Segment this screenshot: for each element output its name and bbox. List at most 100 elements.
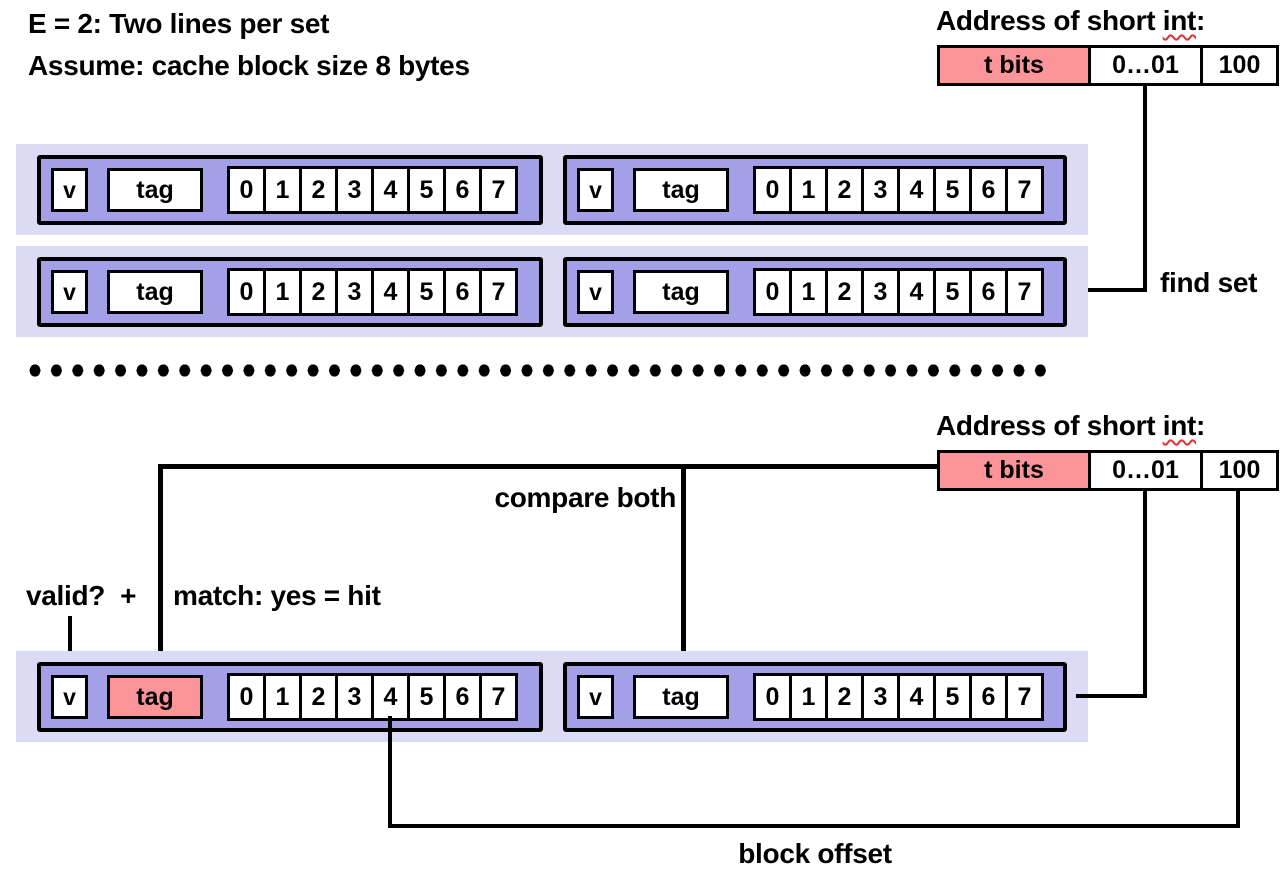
address-top-offset: 100 <box>1200 48 1276 83</box>
valid-bit: v <box>51 168 88 212</box>
byte-cell: 7 <box>1005 268 1044 316</box>
tag-field-matched: tag <box>107 675 203 719</box>
byte-cell: 3 <box>861 268 900 316</box>
byte-cell: 2 <box>299 673 338 721</box>
byte-cell: 7 <box>1005 166 1044 214</box>
byte-cell: 6 <box>969 673 1008 721</box>
connector-blockoffset-horizontal <box>388 824 1240 828</box>
byte-cell: 1 <box>263 673 302 721</box>
byte-cell: 1 <box>263 166 302 214</box>
tag-field: tag <box>107 168 203 212</box>
valid-label: valid? + <box>26 580 137 611</box>
valid-bit: v <box>577 270 614 314</box>
tag-field: tag <box>107 270 203 314</box>
byte-cell: 3 <box>861 166 900 214</box>
byte-cell: 6 <box>443 166 482 214</box>
connector-setindex-vertical <box>1143 491 1147 698</box>
compare-both-label: compare both <box>494 482 676 513</box>
byte-cell: 6 <box>969 166 1008 214</box>
byte-cell: 7 <box>479 268 518 316</box>
byte-cell: 0 <box>753 673 792 721</box>
address-bottom-label-int: int <box>1162 410 1197 441</box>
ellipsis-dots <box>28 363 1056 378</box>
byte-cell: 0 <box>227 166 266 214</box>
connector-blockoffset-vertical-left <box>388 716 392 826</box>
byte-cell: 4 <box>371 268 410 316</box>
address-top-label-int: int <box>1162 5 1197 36</box>
address-bottom-tbits: t bits <box>940 453 1088 488</box>
tag-field: tag <box>633 675 729 719</box>
address-bottom-label-prefix: Address of short <box>936 410 1163 441</box>
byte-cell: 4 <box>897 166 936 214</box>
byte-cell: 1 <box>789 673 828 721</box>
byte-cell: 0 <box>227 673 266 721</box>
byte-cell: 1 <box>789 268 828 316</box>
address-top-setindex: 0…01 <box>1088 48 1200 83</box>
address-bottom-box: t bits 0…01 100 <box>937 450 1279 491</box>
address-bottom-setindex: 0…01 <box>1088 453 1200 488</box>
address-top-tbits: t bits <box>940 48 1088 83</box>
byte-cell: 2 <box>825 166 864 214</box>
byte-cell: 6 <box>443 673 482 721</box>
byte-cell: 3 <box>335 673 374 721</box>
valid-bit: v <box>51 675 88 719</box>
block-offset-label: block offset <box>738 838 892 869</box>
connector-compare-drop-right <box>681 464 686 675</box>
byte-cell: 7 <box>1005 673 1044 721</box>
byte-cell: 2 <box>299 166 338 214</box>
address-bottom-offset: 100 <box>1200 453 1276 488</box>
byte-cell: 2 <box>825 268 864 316</box>
connector-findset-vertical <box>1143 84 1147 290</box>
byte-cell: 0 <box>227 268 266 316</box>
byte-cell: 3 <box>861 673 900 721</box>
slide-title-line2: Assume: cache block size 8 bytes <box>28 50 470 81</box>
connector-compare-horizontal <box>158 464 939 469</box>
byte-cell: 0 <box>753 268 792 316</box>
connector-findset-stub <box>1078 288 1147 292</box>
byte-cell: 7 <box>479 673 518 721</box>
slide-title-line1: E = 2: Two lines per set <box>28 8 330 39</box>
byte-cell: 6 <box>969 268 1008 316</box>
match-label: match: yes = hit <box>173 580 381 611</box>
valid-bit: v <box>577 168 614 212</box>
find-set-label: find set <box>1160 267 1258 298</box>
connector-blockoffset-vertical-right <box>1236 491 1240 828</box>
address-top-label-colon: : <box>1196 5 1206 36</box>
connector-setindex-stub <box>1076 694 1147 698</box>
byte-cell: 5 <box>933 268 972 316</box>
byte-cell: 1 <box>263 268 302 316</box>
address-top-label: Address of short int: <box>936 5 1205 37</box>
byte-cell: 5 <box>407 673 446 721</box>
address-bottom-label: Address of short int: <box>936 410 1205 442</box>
tag-field: tag <box>633 168 729 212</box>
byte-cell: 4 <box>897 268 936 316</box>
valid-bit: v <box>577 675 614 719</box>
byte-cell: 4 <box>371 673 410 721</box>
byte-cell: 3 <box>335 268 374 316</box>
byte-cell: 4 <box>897 673 936 721</box>
address-top-label-prefix: Address of short <box>936 5 1163 36</box>
byte-cell: 5 <box>407 166 446 214</box>
byte-cell: 6 <box>443 268 482 316</box>
byte-cell: 4 <box>371 166 410 214</box>
connector-valid-drop <box>68 616 72 675</box>
byte-cell: 5 <box>933 166 972 214</box>
byte-cell: 7 <box>479 166 518 214</box>
connector-compare-drop-left <box>158 464 163 675</box>
address-bottom-label-colon: : <box>1196 410 1206 441</box>
byte-cell: 5 <box>407 268 446 316</box>
